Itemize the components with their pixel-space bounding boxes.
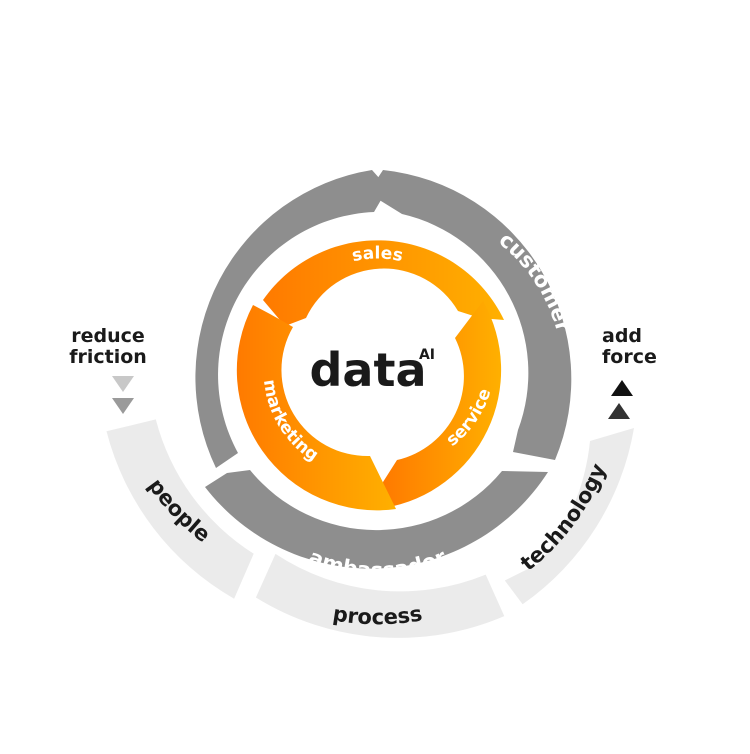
middle-segment-customer	[368, 170, 572, 460]
arrow-down-dark-icon	[112, 398, 134, 414]
add-text: add	[602, 325, 643, 347]
inner-segment-service	[383, 301, 502, 508]
center-title: data	[310, 343, 427, 397]
middle-segment-ambassador	[205, 470, 548, 569]
inner-segment-marketing	[236, 305, 396, 511]
label-sales: sales	[350, 243, 404, 266]
middle-segment-lead	[195, 170, 388, 468]
add-force-label: add force	[602, 326, 682, 368]
arrow-up-dark-icon	[608, 403, 630, 419]
friction-text: friction	[69, 346, 147, 368]
reduce-friction-label: reduce friction	[63, 326, 153, 368]
outer-segment-technology	[504, 428, 634, 605]
outer-segment-process	[255, 553, 505, 638]
arrow-up-icon	[611, 380, 633, 396]
label-process: process	[331, 601, 424, 629]
arrow-down-light-icon	[112, 376, 134, 392]
outer-segment-people	[106, 419, 254, 599]
center-disc	[289, 284, 461, 456]
center-superscript: AI	[419, 347, 435, 363]
inner-segment-sales	[263, 240, 504, 326]
reduce-text: reduce	[71, 325, 145, 347]
force-text: force	[602, 346, 657, 368]
